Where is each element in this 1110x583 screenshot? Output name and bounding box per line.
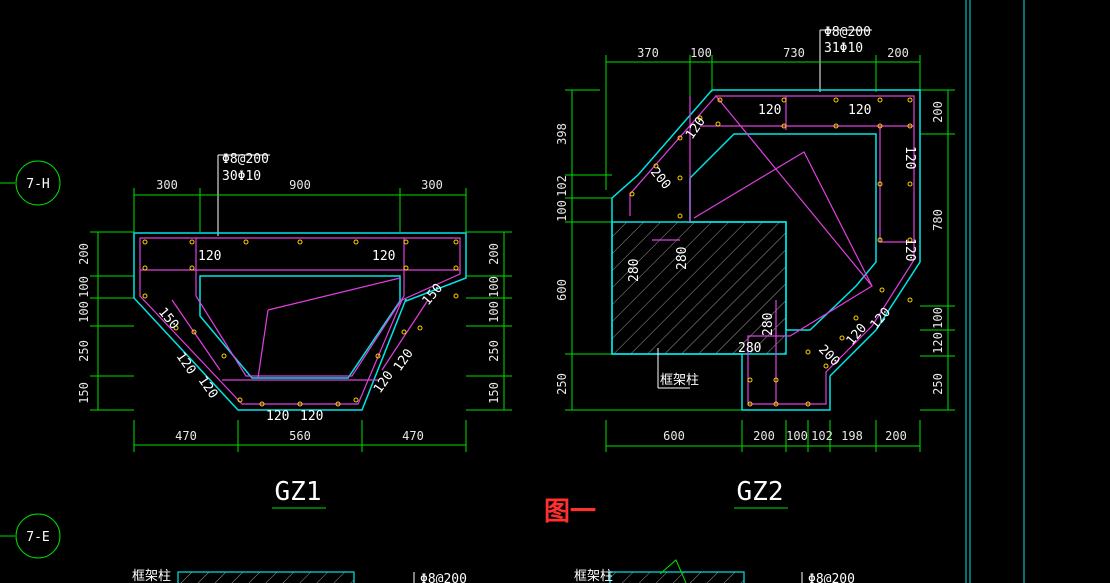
gz1-bottom-dim-1: 470: [175, 429, 197, 443]
gz2-title: GZ2: [737, 477, 784, 507]
gz2-rebar-dots: [629, 97, 913, 407]
gz2-left-dim-4: 600: [555, 279, 569, 301]
gz1-left-dim-2: 100: [77, 276, 91, 298]
figure-title: 图一: [544, 497, 596, 527]
gz1-left-dim-5: 150: [77, 382, 91, 404]
gz2-section: Φ8@200 31Φ10 370 100 730 200 600 200 100…: [555, 25, 955, 509]
gz1-label-120a: 120: [198, 249, 221, 264]
gz2-top-dim-4: 200: [887, 46, 909, 60]
gz2-label-280b: 280: [627, 259, 642, 282]
gz1-right-dim-3: 100: [487, 301, 501, 323]
gz2-top-dim-3: 730: [783, 46, 805, 60]
gz2-outline: [611, 89, 921, 411]
gz2-label-120b: 120: [848, 103, 871, 118]
gz2-label-280c: 280: [761, 313, 776, 336]
bottom-rebar-b: Φ8@200: [808, 572, 855, 583]
gz2-left-dim-3: 100: [555, 200, 569, 222]
gz2-top-dim-2: 100: [690, 46, 712, 60]
gz1-top-dim-2: 900: [289, 178, 311, 192]
gz2-label-120d: 120: [902, 238, 917, 261]
bottom-partial-drawings: 框架柱 Φ8@200 框架柱 Φ8@200: [132, 559, 855, 583]
gz2-left-dim-2: 102: [555, 175, 569, 197]
gz2-bottom-dim-2: 200: [753, 429, 775, 443]
gz1-main-rebar-note: 30Φ10: [222, 169, 261, 184]
gz1-right-dim-2: 100: [487, 276, 501, 298]
gz2-top-dim-1: 370: [637, 46, 659, 60]
gz1-left-dim-4: 250: [77, 340, 91, 362]
gz1-section: Φ8@200 30Φ10 300 900 300 470 560 470 200…: [77, 152, 512, 509]
gz2-label-120a: 120: [758, 103, 781, 118]
bottom-frame-column-a: 框架柱: [132, 569, 171, 583]
gz2-bottom-dim-1: 600: [663, 429, 685, 443]
gz1-label-120f: 120: [371, 368, 397, 396]
gz2-frame-column: [611, 221, 787, 355]
gz2-label-280a: 280: [675, 247, 690, 270]
gz2-label-120f: 120: [844, 321, 871, 349]
gz2-label-200a: 200: [647, 165, 674, 193]
axis-bubble-7h: 7-H: [0, 160, 61, 206]
gz1-label-120g: 120: [266, 409, 289, 424]
gz2-bottom-dim-3: 100: [786, 429, 808, 443]
sheet-border: [965, 0, 1025, 583]
axis-label-7e: 7-E: [26, 530, 49, 545]
gz1-right-dim-1: 200: [487, 243, 501, 265]
gz2-right-dim-5: 250: [931, 373, 945, 395]
gz1-top-dim-1: 300: [156, 178, 178, 192]
gz2-label-120c: 120: [902, 146, 917, 169]
gz2-bottom-dim-4: 102: [811, 429, 833, 443]
gz1-bottom-dim-3: 470: [402, 429, 424, 443]
gz1-right-dim-5: 150: [487, 382, 501, 404]
gz2-main-rebar-note: 31Φ10: [824, 41, 863, 56]
bottom-frame-column-b: 框架柱: [574, 569, 613, 583]
gz2-left-dim-1: 398: [555, 123, 569, 145]
gz1-left-dim-1: 200: [77, 243, 91, 265]
gz2-bottom-dim-5: 198: [841, 429, 863, 443]
gz1-left-dim-3: 100: [77, 301, 91, 323]
gz1-label-150b: 150: [420, 281, 447, 309]
gz1-bottom-dim-2: 560: [289, 429, 311, 443]
gz1-rebar-dots: [142, 239, 459, 407]
gz1-right-dim-4: 250: [487, 340, 501, 362]
gz2-left-dim-5: 250: [555, 373, 569, 395]
gz2-right-dim-1: 200: [931, 101, 945, 123]
gz2-right-dim-3: 100: [931, 307, 945, 329]
axis-bubble-7e: 7-E: [0, 513, 61, 559]
gz2-right-dim-2: 780: [931, 209, 945, 231]
gz2-stirrup-note: Φ8@200: [824, 25, 871, 40]
gz2-right-dim-4: 120: [931, 332, 945, 354]
gz1-label-120h: 120: [300, 409, 323, 424]
axis-label-7h: 7-H: [26, 177, 49, 192]
gz1-top-dim-3: 300: [421, 178, 443, 192]
gz1-label-120b: 120: [372, 249, 395, 264]
gz2-label-200b: 200: [815, 342, 842, 369]
gz1-stirrup-note: Φ8@200: [222, 152, 269, 167]
gz2-bottom-dim-6: 200: [885, 429, 907, 443]
gz2-label-280d: 280: [738, 341, 761, 356]
gz1-outline: [133, 232, 467, 411]
gz2-frame-column-note: 框架柱: [660, 373, 699, 388]
bottom-rebar-a: Φ8@200: [420, 572, 467, 583]
gz1-inner-void: [199, 275, 401, 379]
gz1-title: GZ1: [275, 477, 322, 507]
